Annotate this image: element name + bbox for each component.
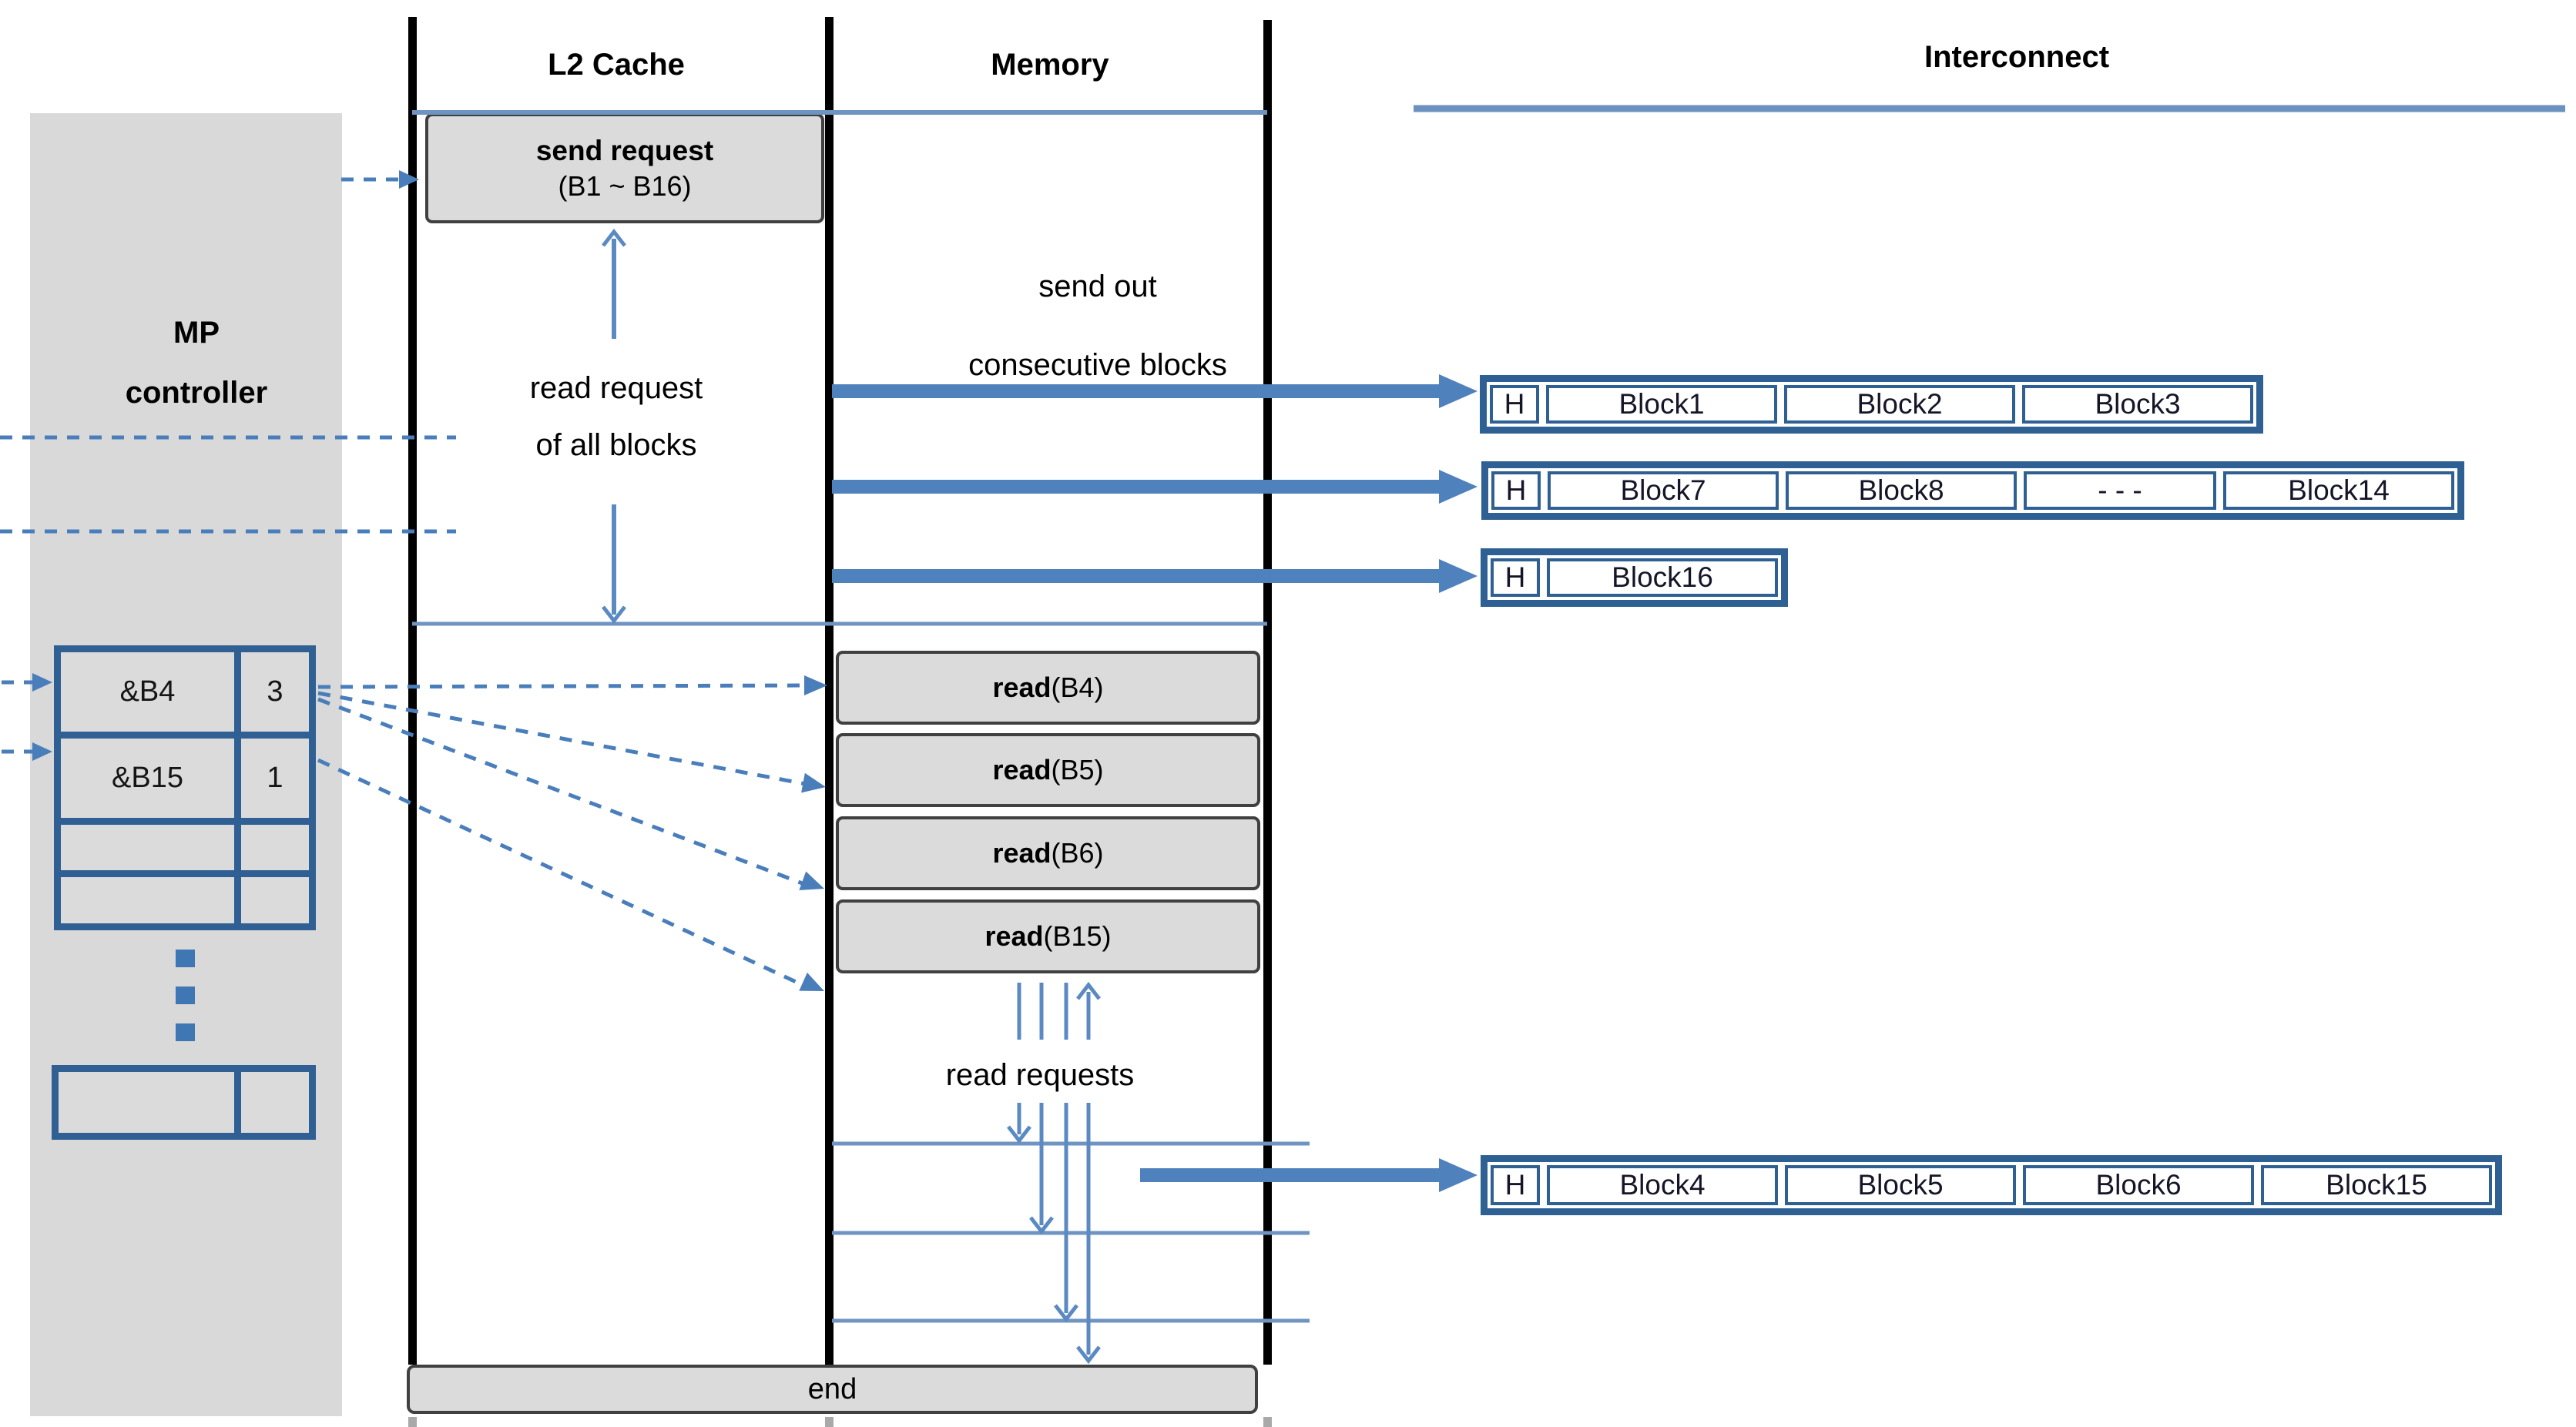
send-request-range: (B1 ~ B16) (558, 170, 692, 203)
read-arg: (B6) (1051, 837, 1104, 869)
mp-queue-extra-row (52, 1065, 316, 1140)
send-request-label: send request (535, 134, 714, 166)
block-cell: Block15 (2261, 1165, 2492, 1205)
l2-cache-header: L2 Cache (548, 48, 685, 82)
block-cell: Block7 (1548, 471, 1779, 510)
mp-queue-cell-count: 1 (241, 738, 309, 818)
block-cell: Block5 (1785, 1165, 2016, 1205)
read-arg: (B5) (1051, 754, 1104, 786)
send-request-box: send request (B1 ~ B16) (425, 113, 824, 223)
mp-queue-cell-address: &B15 (61, 738, 234, 818)
block-cell: Block2 (1784, 385, 2015, 424)
memory-read-box: read (B5) (836, 733, 1260, 807)
block-cell: Block14 (2223, 471, 2454, 510)
block-cell: - - - (2024, 471, 2216, 510)
block-cell: Block4 (1547, 1165, 1778, 1205)
block-cell: Block8 (1786, 471, 2017, 510)
mp-queue-cell-address (61, 877, 234, 923)
memory-read-box: read (B4) (836, 651, 1260, 725)
lifeline-stub (408, 1417, 417, 1427)
memory-read-box: read (B15) (836, 899, 1260, 973)
header-flit-cell: H (1490, 385, 1539, 424)
interconnect-header: Interconnect (1924, 40, 2110, 74)
read-request-label-line1: read request (529, 371, 703, 405)
end-box: end (407, 1365, 1258, 1414)
read-op: read (992, 837, 1052, 869)
mp-queue-cell-count: 3 (241, 652, 309, 732)
header-flit-cell: H (1491, 558, 1540, 597)
read-op: read (992, 754, 1052, 786)
read-requests-label: read requests (945, 1058, 1135, 1092)
ellipsis-dot (176, 987, 195, 1004)
mp-controller-label-line2: controller (125, 376, 268, 410)
read-arg: (B4) (1051, 672, 1104, 703)
memory-read-box: read (B6) (836, 816, 1260, 890)
mp-queue-cell-count (241, 1072, 309, 1133)
ellipsis-dot (176, 1023, 195, 1041)
memory-header: Memory (991, 48, 1109, 82)
end-label: end (807, 1372, 857, 1405)
mp-queue-cell-address (61, 824, 234, 871)
lifeline-stub (1263, 1417, 1272, 1427)
read-op: read (984, 920, 1044, 952)
lifeline-stub (825, 1417, 834, 1427)
send-out-label-line1: send out (1038, 270, 1157, 303)
mp-controller-label-line1: MP (173, 316, 220, 350)
header-flit-cell: H (1491, 1165, 1540, 1205)
l2-left-lifeline (408, 17, 417, 1365)
block-cell: Block16 (1547, 558, 1778, 597)
block-cell: Block1 (1546, 385, 1777, 424)
block-cell: Block6 (2023, 1165, 2254, 1205)
header-flit-cell: H (1491, 471, 1541, 510)
send-out-label-line2: consecutive blocks (968, 348, 1227, 382)
mp-queue-cell-count (241, 877, 309, 923)
read-op: read (992, 672, 1052, 703)
mp-queue-cell-address (59, 1072, 234, 1133)
ellipsis-dot (176, 950, 195, 967)
read-arg: (B15) (1043, 920, 1112, 952)
block-cell: Block3 (2022, 385, 2253, 424)
read-request-label-line2: of all blocks (535, 428, 697, 462)
mp-queue-cell-address: &B4 (61, 652, 234, 732)
l2-right-lifeline (825, 17, 834, 1365)
mp-queue-cell-count (241, 824, 309, 871)
memory-right-lifeline (1263, 20, 1272, 1365)
